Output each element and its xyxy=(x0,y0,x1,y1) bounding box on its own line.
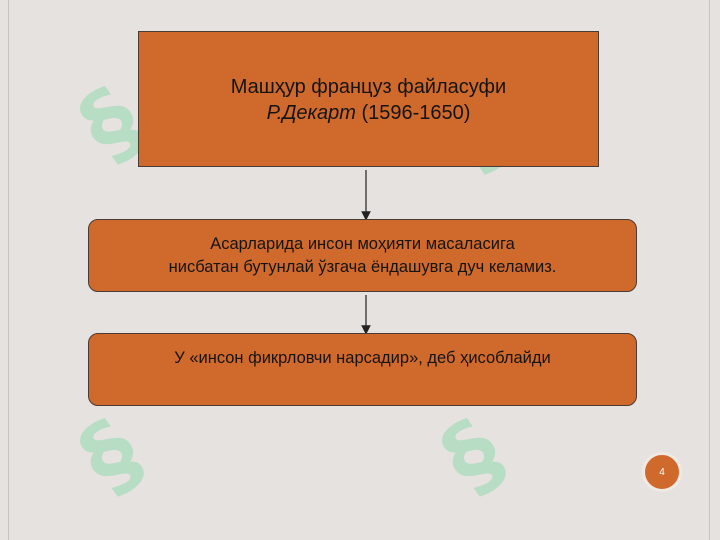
slide-frame xyxy=(8,0,710,540)
node-bottom-line1: У «инсон фикрловчи нарсадир», деб ҳисобл… xyxy=(174,349,551,367)
node-middle-line2: нисбатан бутунлай ўзгача ёндашувга дуч к… xyxy=(168,258,557,276)
node-top-philosopher: Машҳур француз файласуфи Р.Декарт (1596-… xyxy=(138,31,599,167)
node-top-line2: Р.Декарт (1596-1650) xyxy=(139,100,598,126)
page-number-badge: 4 xyxy=(642,452,682,492)
node-top-line1: Машҳур француз файласуфи xyxy=(230,76,507,98)
node-top-years: (1596-1650) xyxy=(361,102,471,124)
node-top-name: Р.Декарт xyxy=(266,102,356,124)
node-bottom-thinking-thing: У «инсон фикрловчи нарсадир», деб ҳисобл… xyxy=(88,333,637,406)
node-middle-approach: Асарларида инсон моҳияти масаласига нисб… xyxy=(88,219,637,292)
page-number: 4 xyxy=(659,466,665,478)
node-middle-line1: Асарларида инсон моҳияти масаласига xyxy=(210,235,515,253)
